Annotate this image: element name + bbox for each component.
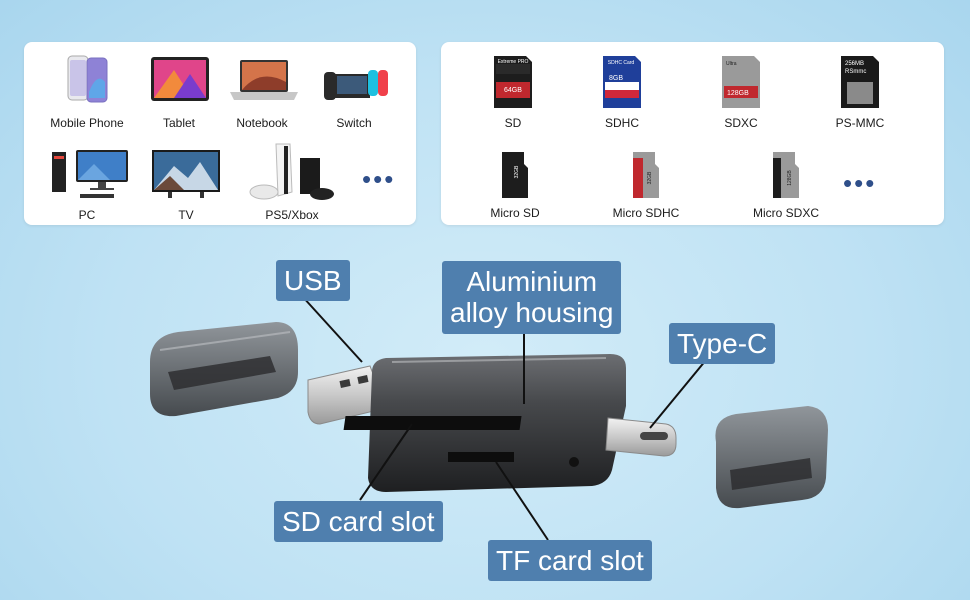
housing-callout-line1: Aluminium (466, 266, 598, 297)
type-c-connector (605, 417, 677, 457)
sd-card-icon: Extreme PRO 64GB (494, 56, 532, 108)
card-sdxc: Ultra 128GB SDXC (686, 52, 796, 130)
game-console-icon (249, 143, 334, 200)
device-tv: TV (131, 144, 241, 222)
device-ps5-xbox: PS5/Xbox (237, 140, 347, 222)
micro-sdhc-card-icon: 32GB (633, 152, 659, 198)
sdxc-card-capacity: 128GB (727, 90, 749, 97)
micro-sd-card-icon: 32GB (502, 152, 528, 198)
device-label: PC (78, 208, 96, 222)
device-label: Notebook (236, 116, 288, 130)
sd-card-slot (343, 416, 522, 430)
tf-slot-callout-text: TF card slot (496, 545, 644, 576)
aluminium-housing (343, 354, 626, 492)
card-label: SD (504, 116, 522, 130)
sdxc-card-icon: Ultra 128GB (722, 56, 760, 108)
notebook-icon (230, 60, 298, 100)
card-label: SDHC (604, 116, 639, 130)
card-micro-sdhc: 32GB Micro SDHC (591, 148, 701, 220)
card-sd: Extreme PRO 64GB SD (458, 52, 568, 130)
micro-sdxc-capacity: 128GB (787, 170, 793, 186)
device-label: Tablet (162, 116, 196, 130)
more-devices-icon: ••• (362, 164, 396, 194)
sd-slot-callout-text: SD card slot (282, 506, 435, 537)
card-label: Micro SDXC (752, 206, 819, 220)
sdhc-card-capacity: 8GB (609, 75, 623, 82)
device-switch: Switch (299, 52, 409, 130)
sd-slot-callout: SD card slot (274, 501, 443, 543)
usb-cap (150, 322, 298, 417)
switch-console-icon (324, 70, 388, 100)
micro-sdxc-card-icon: 128GB (773, 152, 799, 198)
mobile-phone-icon (67, 55, 108, 103)
type-c-callout-text: Type-C (677, 328, 768, 359)
type-c-callout: Type-C (669, 323, 776, 365)
housing-callout: Aluminium alloy housing (442, 261, 622, 334)
usb-callout: USB (276, 260, 350, 302)
more-cards-icon: ••• (843, 168, 877, 198)
tablet-icon (151, 57, 209, 101)
card-label: PS-MMC (835, 116, 885, 130)
sdxc-card-text: Ultra (726, 61, 737, 67)
housing-callout-line2: alloy housing (450, 297, 614, 329)
usb-a-connector (307, 365, 387, 425)
card-label: Micro SDHC (612, 206, 680, 220)
leader-lines (301, 295, 707, 541)
device-label: TV (178, 208, 194, 222)
usb-callout-text: USB (284, 265, 342, 296)
pc-icon (52, 150, 128, 198)
tv-icon (152, 150, 220, 198)
card-ps-mmc: 256MB RSmmc PS-MMC (805, 52, 915, 130)
card-micro-sdxc: 128GB Micro SDXC (731, 148, 841, 220)
sdhc-card-text: SDHC Card (608, 60, 635, 66)
card-micro-sd: 32GB Micro SD (460, 148, 570, 220)
ps-mmc-card-icon: 256MB RSmmc (841, 56, 879, 108)
compatible-devices-panel: Mobile Phone Tablet Notebook Switch (24, 42, 416, 225)
device-tablet: Tablet (124, 52, 234, 130)
compatible-cards-panel: Extreme PRO 64GB SD SDHC Card 8GB SDHC U… (441, 42, 944, 225)
micro-sdhc-capacity: 32GB (647, 171, 653, 184)
sdhc-card-icon: SDHC Card 8GB (603, 56, 641, 108)
device-label: Switch (336, 116, 372, 130)
micro-sd-capacity: 32GB (514, 165, 520, 178)
type-c-cap (715, 406, 828, 509)
device-notebook: Notebook (207, 52, 317, 130)
sd-card-capacity: 64GB (504, 87, 522, 94)
device-label: PS5/Xbox (265, 208, 319, 222)
device-mobile-phone: Mobile Phone (32, 52, 142, 130)
card-sdhc: SDHC Card 8GB SDHC (567, 52, 677, 130)
card-label: Micro SD (490, 206, 540, 220)
ps-mmc-card-capacity: RSmmc (845, 69, 866, 75)
device-label: Mobile Phone (50, 116, 124, 130)
ps-mmc-card-text: 256MB (845, 61, 864, 67)
sd-card-text: Extreme PRO (498, 59, 529, 65)
tf-slot-callout: TF card slot (488, 540, 652, 582)
tf-card-slot (448, 452, 514, 462)
card-label: SDXC (724, 116, 758, 130)
device-pc: PC (32, 144, 142, 222)
